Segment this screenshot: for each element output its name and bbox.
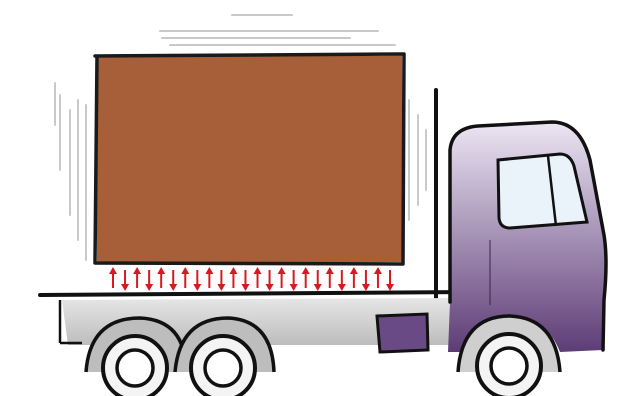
force-arrow-down [266, 270, 274, 291]
rear-wheel-1 [86, 318, 186, 396]
force-arrows [109, 267, 394, 291]
force-arrow-down [145, 270, 153, 291]
force-arrow-up [157, 267, 165, 288]
force-arrow-down [338, 270, 346, 291]
force-arrow-down [386, 270, 394, 291]
force-arrow-up [133, 267, 141, 288]
cab-window [498, 154, 587, 228]
force-arrow-up [181, 267, 189, 288]
force-arrow-down [314, 270, 322, 291]
force-arrow-down [362, 270, 370, 291]
force-arrow-up [326, 267, 334, 288]
force-arrow-down [193, 270, 201, 291]
force-arrow-up [374, 267, 382, 288]
force-arrow-down [217, 270, 225, 291]
force-arrow-up [109, 267, 117, 288]
force-arrow-down [121, 270, 129, 291]
force-arrow-down [290, 270, 298, 291]
force-arrow-up [205, 267, 213, 288]
front-step [377, 314, 428, 352]
force-arrow-up [229, 267, 237, 288]
cargo-crate [95, 54, 404, 264]
force-arrow-up [254, 267, 262, 288]
force-arrow-down [169, 270, 177, 291]
force-arrow-up [302, 267, 310, 288]
front-wheel [458, 316, 560, 396]
force-arrow-up [278, 267, 286, 288]
force-arrow-down [241, 270, 249, 291]
force-arrow-up [350, 267, 358, 288]
